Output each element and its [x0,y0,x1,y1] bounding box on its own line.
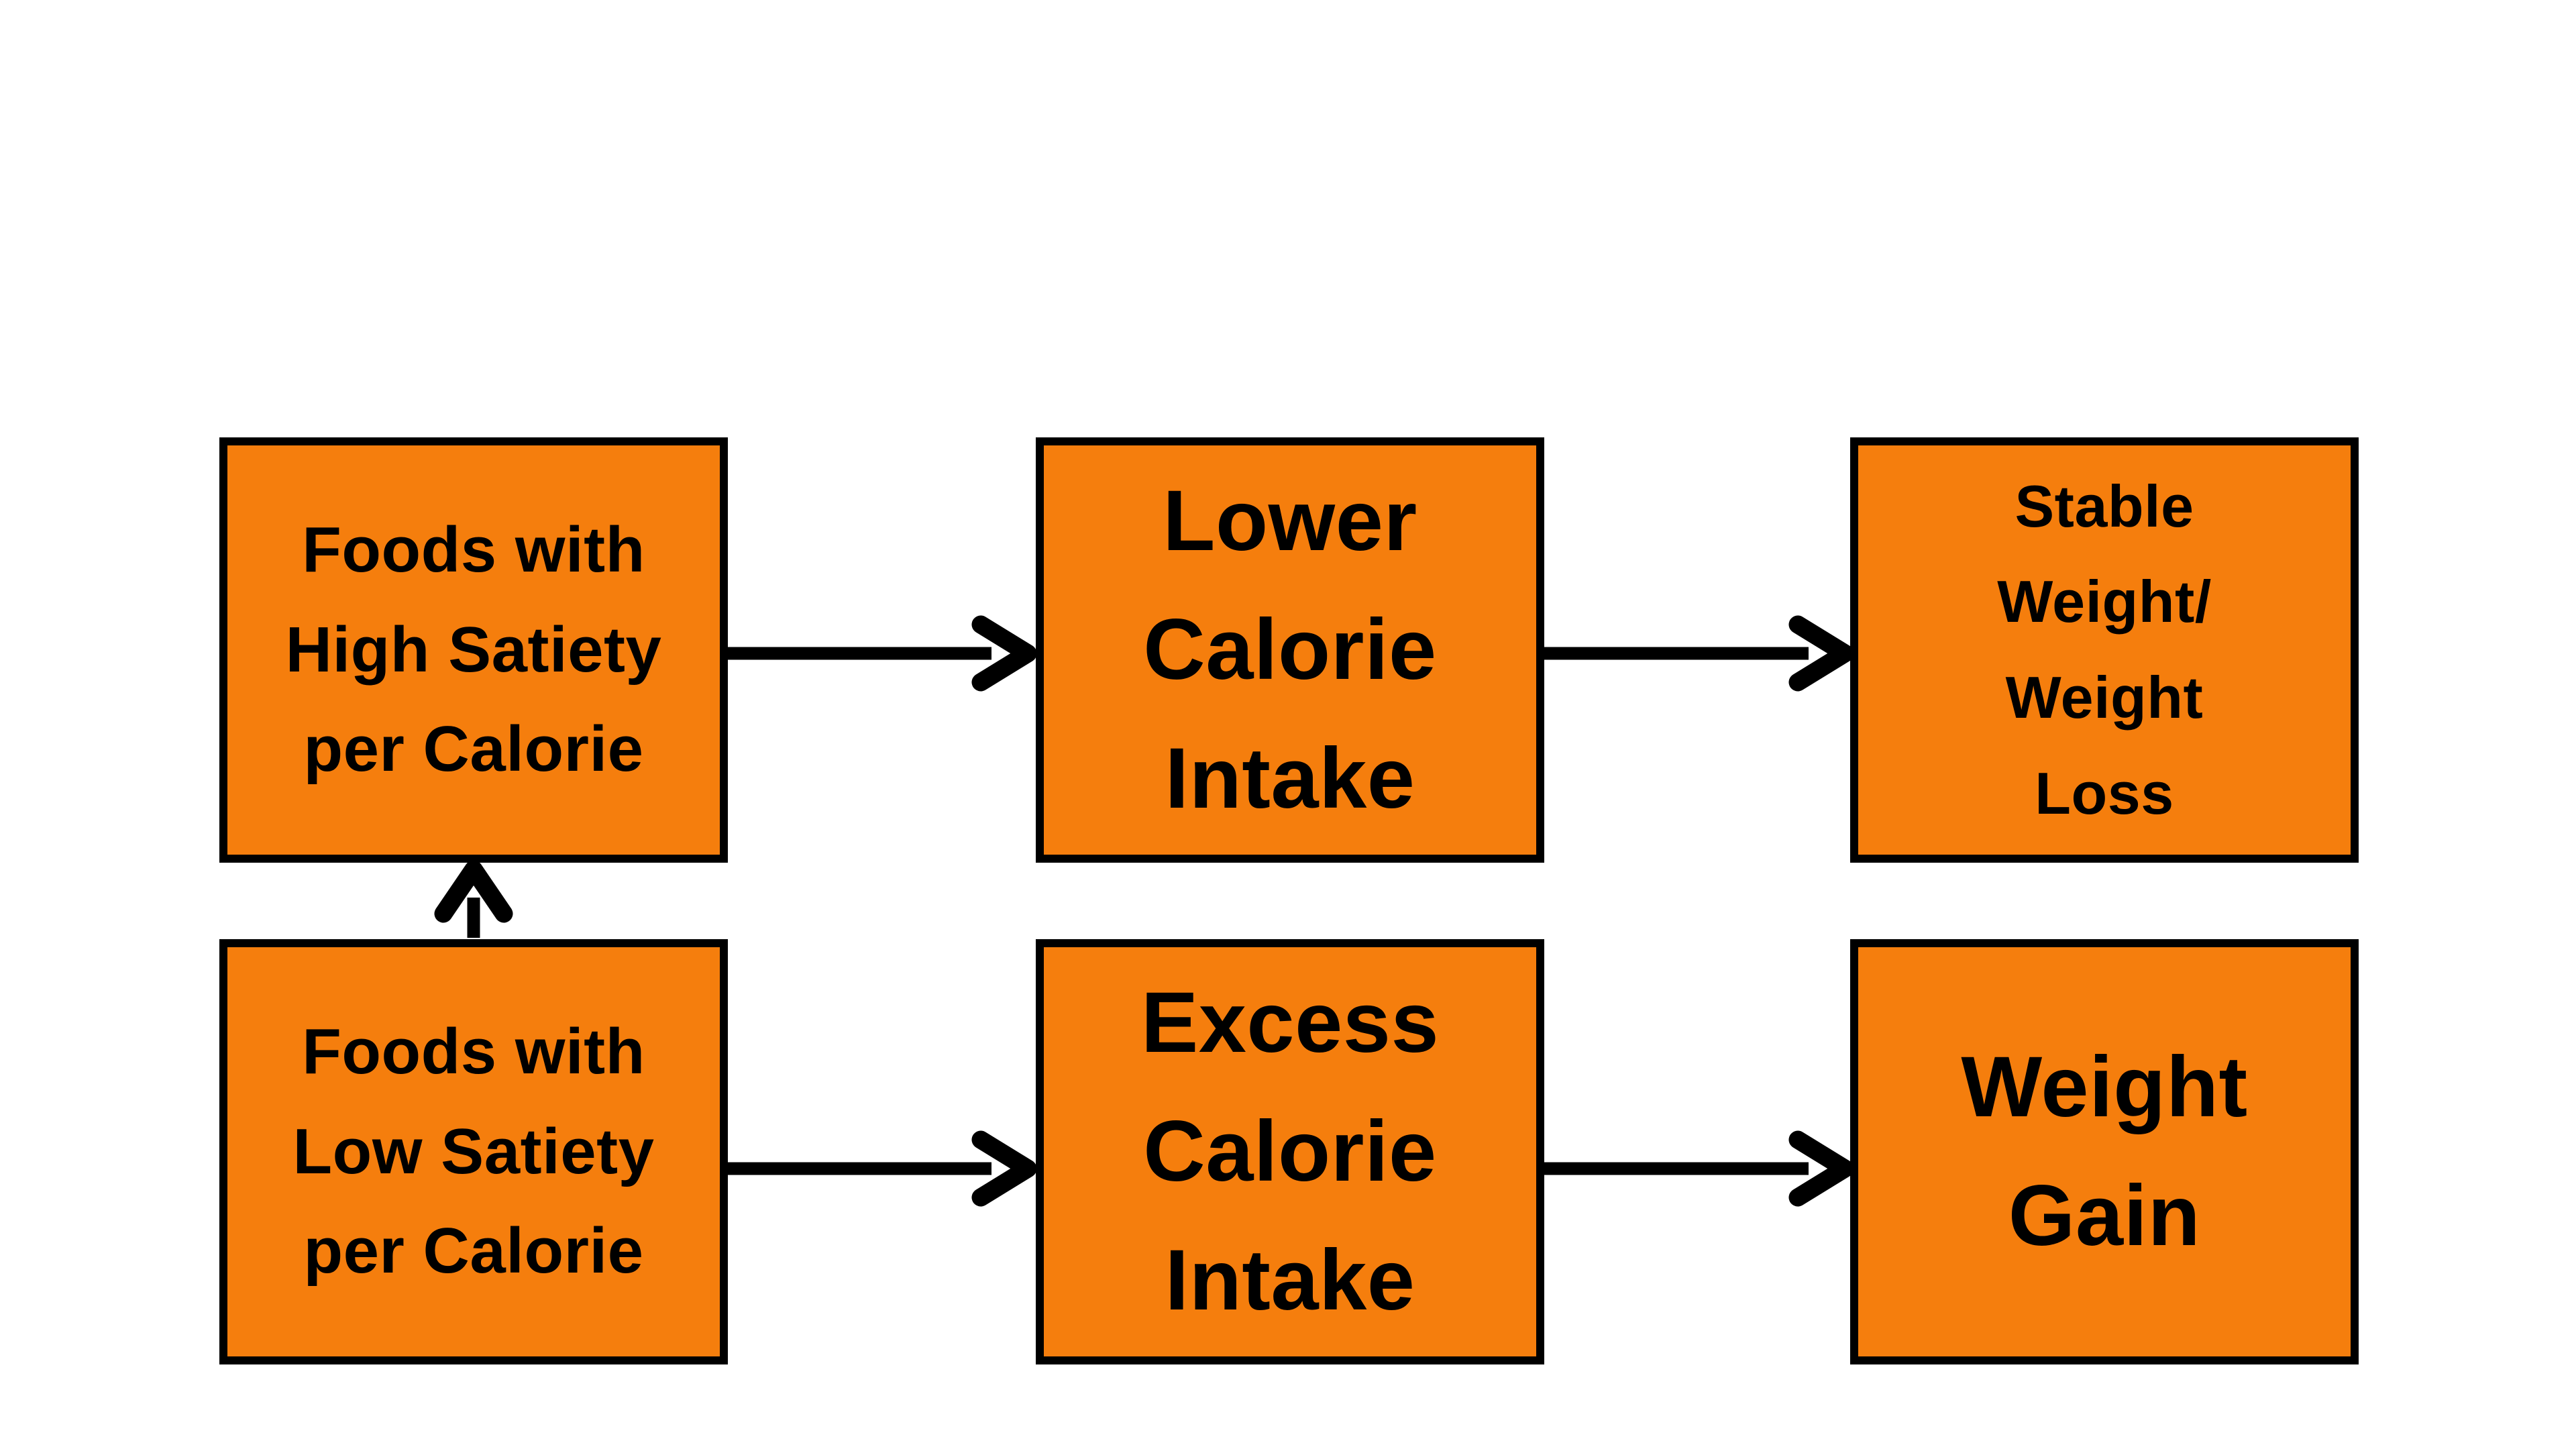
arrow-low-satiety-to-high-satiety [434,860,513,938]
node-weight-gain-label: Weight Gain [1961,1039,2248,1264]
node-stable-weight-weight-loss: Stable Weight/ Weight Loss [1850,437,2359,863]
node-stable-weight-weight-loss-label: Stable Weight/ Weight Loss [1997,472,2212,826]
node-foods-low-satiety: Foods with Low Satiety per Calorie [219,939,728,1364]
arrow-low-satiety-to-excess-calorie [728,1130,1037,1207]
node-weight-gain: Weight Gain [1850,939,2359,1364]
arrow-lower-calorie-to-stable-weight [1544,615,1854,692]
node-lower-calorie-intake: Lower Calorie Intake [1036,437,1544,863]
node-lower-calorie-intake-label: Lower Calorie Intake [1143,473,1437,826]
node-foods-high-satiety: Foods with High Satiety per Calorie [219,437,728,863]
node-excess-calorie-intake-label: Excess Calorie Intake [1140,975,1440,1328]
arrow-high-satiety-to-lower-calorie [728,615,1037,692]
node-foods-low-satiety-label: Foods with Low Satiety per Calorie [292,1015,655,1287]
node-foods-high-satiety-label: Foods with High Satiety per Calorie [285,513,662,786]
node-excess-calorie-intake: Excess Calorie Intake [1036,939,1544,1364]
arrow-excess-calorie-to-weight-gain [1544,1130,1854,1207]
